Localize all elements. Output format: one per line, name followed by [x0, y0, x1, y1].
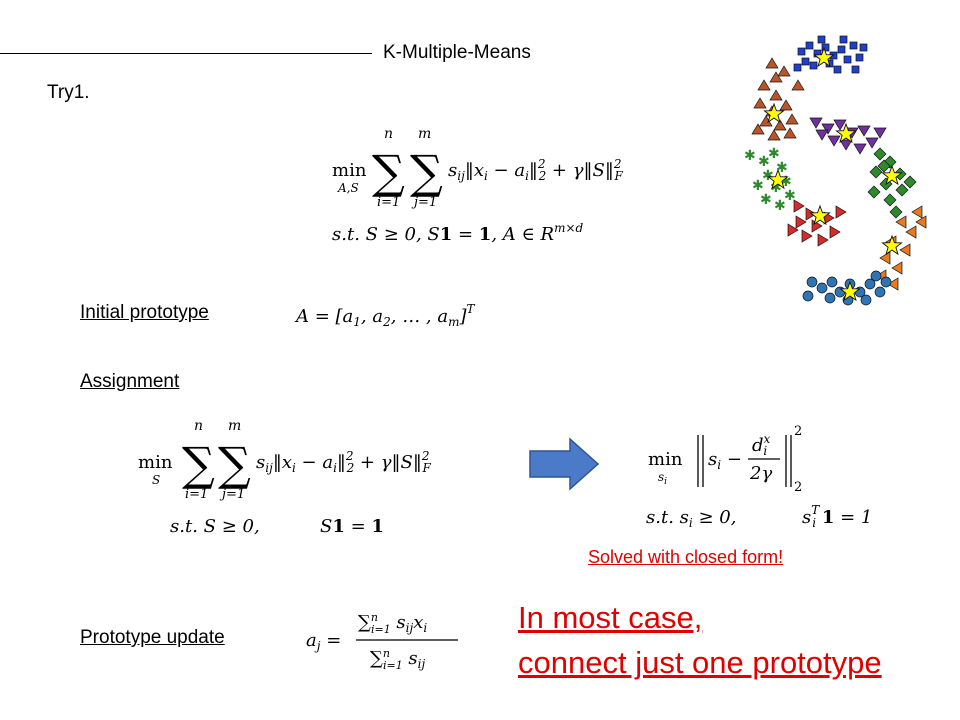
title-rule	[0, 53, 372, 54]
transform-arrow	[529, 437, 600, 491]
svg-text:✱: ✱	[784, 188, 796, 204]
svg-text:✱: ✱	[744, 148, 756, 164]
svg-text:∑: ∑	[372, 145, 405, 199]
svg-text:m: m	[228, 418, 241, 434]
cluster-green	[867, 147, 917, 219]
initial-prototype-label: Initial prototype	[80, 302, 209, 323]
slide-title: K-Multiple-Means	[383, 42, 531, 63]
svg-text:✱: ✱	[780, 174, 792, 190]
prototype-stars	[763, 46, 903, 302]
svg-text:i=1: i=1	[185, 487, 208, 502]
svg-text:s.t. si ≥ 0,: s.t. si ≥ 0,	[646, 507, 736, 530]
svg-text:S1 = 1: S1 = 1	[320, 516, 384, 537]
svg-text:aj =: aj =	[306, 630, 341, 653]
assignment-label: Assignment	[80, 371, 180, 392]
closed-form-note: Solved with closed form!	[588, 547, 784, 567]
svg-text:m: m	[418, 126, 431, 142]
try1-min-sub: A,S	[337, 181, 359, 195]
svg-text:s.t. S ≥ 0,: s.t. S ≥ 0,	[170, 516, 260, 537]
svg-text:min: min	[138, 452, 173, 473]
cluster-steel	[802, 270, 892, 306]
svg-text:✱: ✱	[768, 146, 780, 162]
svg-text:A = [a1, a2, … , am]T: A = [a1, a2, … , am]T	[294, 302, 476, 329]
svg-text:✱: ✱	[762, 168, 774, 184]
svg-text:✱: ✱	[774, 198, 786, 214]
svg-text:∑: ∑	[182, 437, 215, 491]
highlight-line-1: In most case,	[518, 600, 703, 635]
svg-text:2γ: 2γ	[749, 463, 772, 484]
svg-text:∑: ∑	[410, 145, 443, 199]
svg-text:✱: ✱	[770, 180, 782, 196]
svg-text:2: 2	[794, 424, 802, 439]
svg-text:s.t. S ≥ 0, S1 = 1, A ∈ Rm×: s.t. S ≥ 0, S1 = 1, A ∈ Rm×d	[332, 221, 584, 245]
svg-text:sij‖xi − ai‖22 + γ‖S‖2F: sij‖xi − ai‖22 + γ‖S‖2F	[256, 449, 431, 475]
svg-text:min: min	[648, 449, 683, 470]
svg-text:si −: si −	[708, 449, 742, 472]
svg-text:dxi: dxi	[752, 432, 771, 458]
svg-text:✱: ✱	[758, 154, 770, 170]
svg-text:i=1: i=1	[377, 195, 400, 210]
initial-prototype-formula: A = [a1, a2, … , am]T	[294, 302, 476, 329]
slide-subtitle: Try1.	[47, 82, 90, 103]
cluster-red	[787, 199, 847, 247]
cluster-green-stars: ✱✱✱ ✱✱✱ ✱✱✱ ✱✱	[744, 146, 796, 214]
svg-text:✱: ✱	[776, 160, 788, 176]
svg-text:sij‖xi − ai‖22 + γ‖S‖2F: sij‖xi − ai‖22 + γ‖S‖2F	[448, 157, 623, 183]
svg-text:∑: ∑	[218, 437, 251, 491]
svg-text:j=1: j=1	[411, 195, 437, 210]
svg-text:✱: ✱	[752, 178, 764, 194]
try1-min: min	[332, 160, 367, 181]
svg-text:n: n	[384, 126, 393, 142]
cluster-illustration: ✱✱✱ ✱✱✱ ✱✱✱ ✱✱	[744, 35, 927, 306]
svg-text:∑ni=1 sij: ∑ni=1 sij	[370, 647, 425, 672]
svg-text:n: n	[194, 418, 203, 434]
prototype-update-label: Prototype update	[80, 627, 225, 648]
svg-text:si: si	[658, 470, 667, 487]
svg-text:∑ni=1 sijxi: ∑ni=1 sijxi	[358, 611, 427, 636]
highlight-line-2: connect just one prototype	[518, 645, 882, 680]
svg-text:j=1: j=1	[219, 487, 245, 502]
svg-text:S: S	[152, 473, 160, 487]
svg-text:2: 2	[794, 480, 802, 495]
svg-text:✱: ✱	[760, 192, 772, 208]
svg-text:sTi 1 = 1: sTi 1 = 1	[802, 503, 872, 530]
